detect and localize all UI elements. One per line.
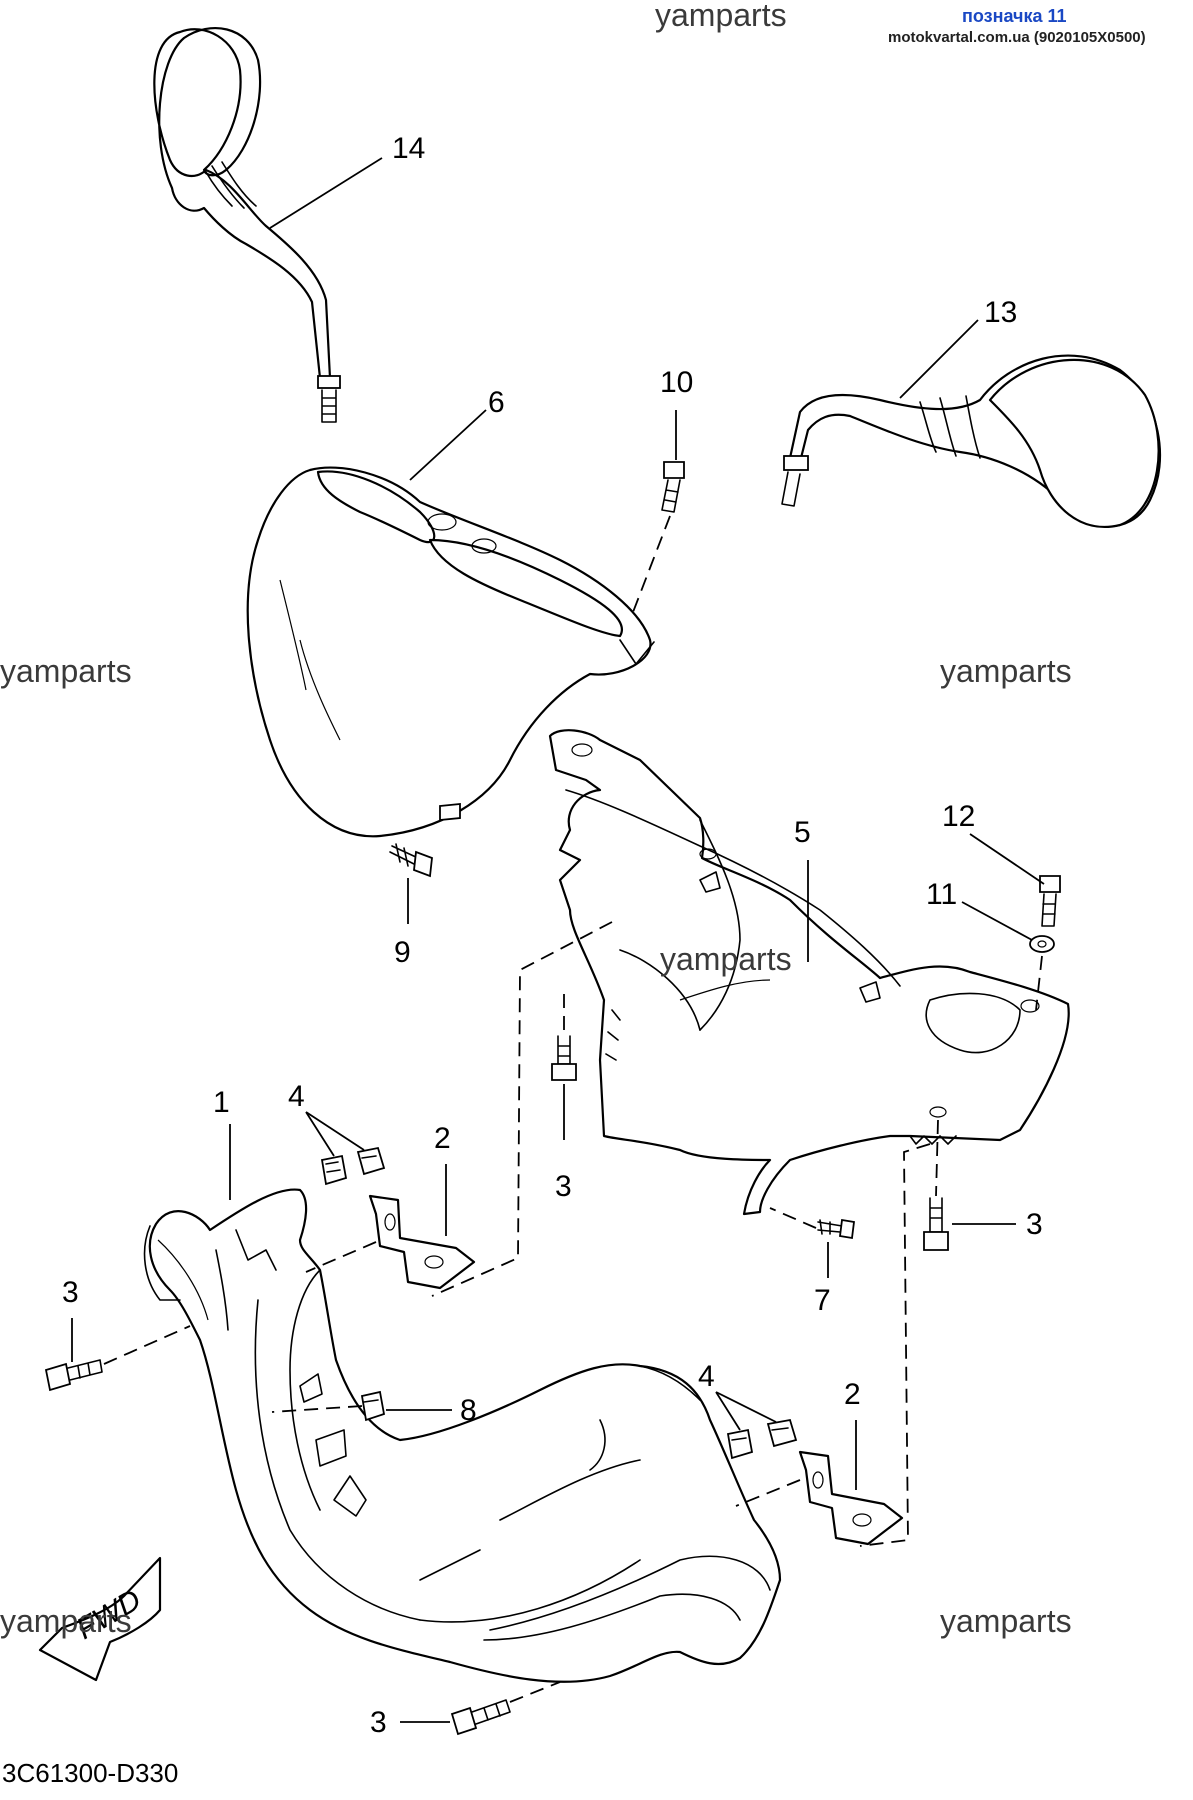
- leader-6: [409, 409, 487, 481]
- mirror-right: [781, 354, 1162, 528]
- dash-8: [271, 1405, 363, 1413]
- watermark-center: yamparts: [660, 941, 792, 977]
- speed-nut-4-upper: [320, 1146, 386, 1186]
- dash-3-bottom: [509, 1681, 561, 1703]
- watermark-right-upper: yamparts: [940, 653, 1072, 689]
- washer-11: [1029, 935, 1055, 953]
- callout-6: 6: [488, 386, 505, 419]
- header-site: motokvartal.com.ua (9020105X0500): [888, 29, 1146, 46]
- bolt-3-right: [923, 1197, 949, 1251]
- bolt-3-middle: [551, 1035, 577, 1081]
- dash-7: [769, 1207, 817, 1229]
- dash-10: [629, 515, 671, 621]
- clip-8: [360, 1390, 386, 1422]
- callout-3-middle: 3: [555, 1170, 572, 1203]
- callout-13: 13: [984, 296, 1017, 329]
- mirror-left: [153, 26, 341, 423]
- bolt-3-bottom: [450, 1699, 511, 1736]
- watermark-left-upper: yamparts: [0, 653, 132, 689]
- bracket-2-upper: [368, 1194, 476, 1290]
- leader-14: [269, 157, 383, 229]
- watermark-top: yamparts: [655, 0, 787, 33]
- callout-11: 11: [926, 878, 957, 911]
- bolt-3-left: [44, 1359, 103, 1392]
- callout-3-bottom: 3: [370, 1706, 387, 1739]
- dash-right-guide: [859, 1143, 931, 1547]
- header-label: позначка 11: [962, 6, 1067, 26]
- diagram-code: 3C61300-D330: [2, 1758, 178, 1788]
- leader-4-upper: [305, 1111, 365, 1157]
- watermark-right-lower: yamparts: [940, 1603, 1072, 1639]
- front-fairing: [143, 1188, 782, 1683]
- dash-3-left: [103, 1325, 191, 1365]
- dash-left-guide: [431, 921, 613, 1297]
- callout-10: 10: [660, 366, 693, 399]
- dash-11: [1035, 955, 1043, 1011]
- callout-4-lower: 4: [698, 1360, 715, 1393]
- dash-2-lower: [735, 1479, 801, 1507]
- callout-3-left: 3: [62, 1276, 79, 1309]
- leader-4-lower: [715, 1391, 777, 1431]
- callout-7: 7: [814, 1284, 831, 1317]
- callout-2-lower: 2: [844, 1378, 861, 1411]
- screw-10: [661, 461, 685, 513]
- headlight-cover: [246, 466, 655, 838]
- speed-nut-4-lower: [726, 1418, 798, 1460]
- callout-4-upper: 4: [288, 1080, 305, 1113]
- leader-11: [961, 901, 1033, 941]
- callout-12: 12: [942, 800, 975, 833]
- callout-2-upper: 2: [434, 1122, 451, 1155]
- leader-13: [899, 319, 979, 399]
- watermark-left-lower: yamparts: [0, 1603, 132, 1639]
- callout-5: 5: [794, 816, 811, 849]
- callout-9: 9: [394, 936, 411, 969]
- callout-14: 14: [392, 132, 425, 165]
- screw-12: [1039, 875, 1061, 927]
- callout-1: 1: [213, 1086, 230, 1119]
- handlebar-cover: [548, 729, 1070, 1216]
- bracket-2-lower: [798, 1450, 904, 1546]
- leader-12: [969, 833, 1045, 885]
- dash-3-right: [935, 1119, 939, 1197]
- bolt-9: [389, 843, 433, 878]
- dash-2-upper: [305, 1241, 377, 1273]
- screw-7: [817, 1218, 856, 1240]
- callout-8: 8: [460, 1394, 477, 1427]
- callout-3-right: 3: [1026, 1208, 1043, 1241]
